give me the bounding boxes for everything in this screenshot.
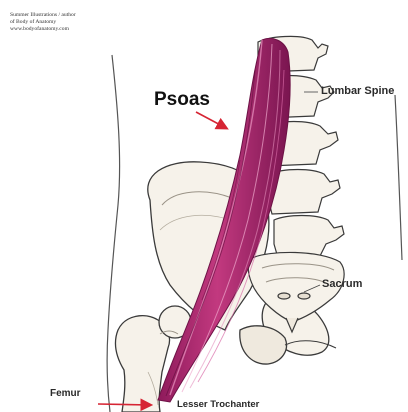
illustration-credit: Summer Illustrations / author of Body of… <box>10 12 130 33</box>
credit-line-1: Summer Illustrations / author <box>10 12 130 19</box>
credit-line-3: www.bodyofanatomy.com <box>10 26 130 33</box>
lesser-trochanter-label: Lesser Trochanter <box>177 400 259 410</box>
femur-arrow <box>98 404 150 405</box>
femur-label: Femur <box>50 389 81 399</box>
sacrum-label: Sacrum <box>322 279 362 290</box>
psoas-arrow <box>196 112 226 128</box>
psoas-label: Psoas <box>154 90 210 109</box>
credit-line-2: of Body of Anatomy <box>10 19 130 26</box>
lumbar-spine-label: Lumbar Spine <box>321 86 394 97</box>
